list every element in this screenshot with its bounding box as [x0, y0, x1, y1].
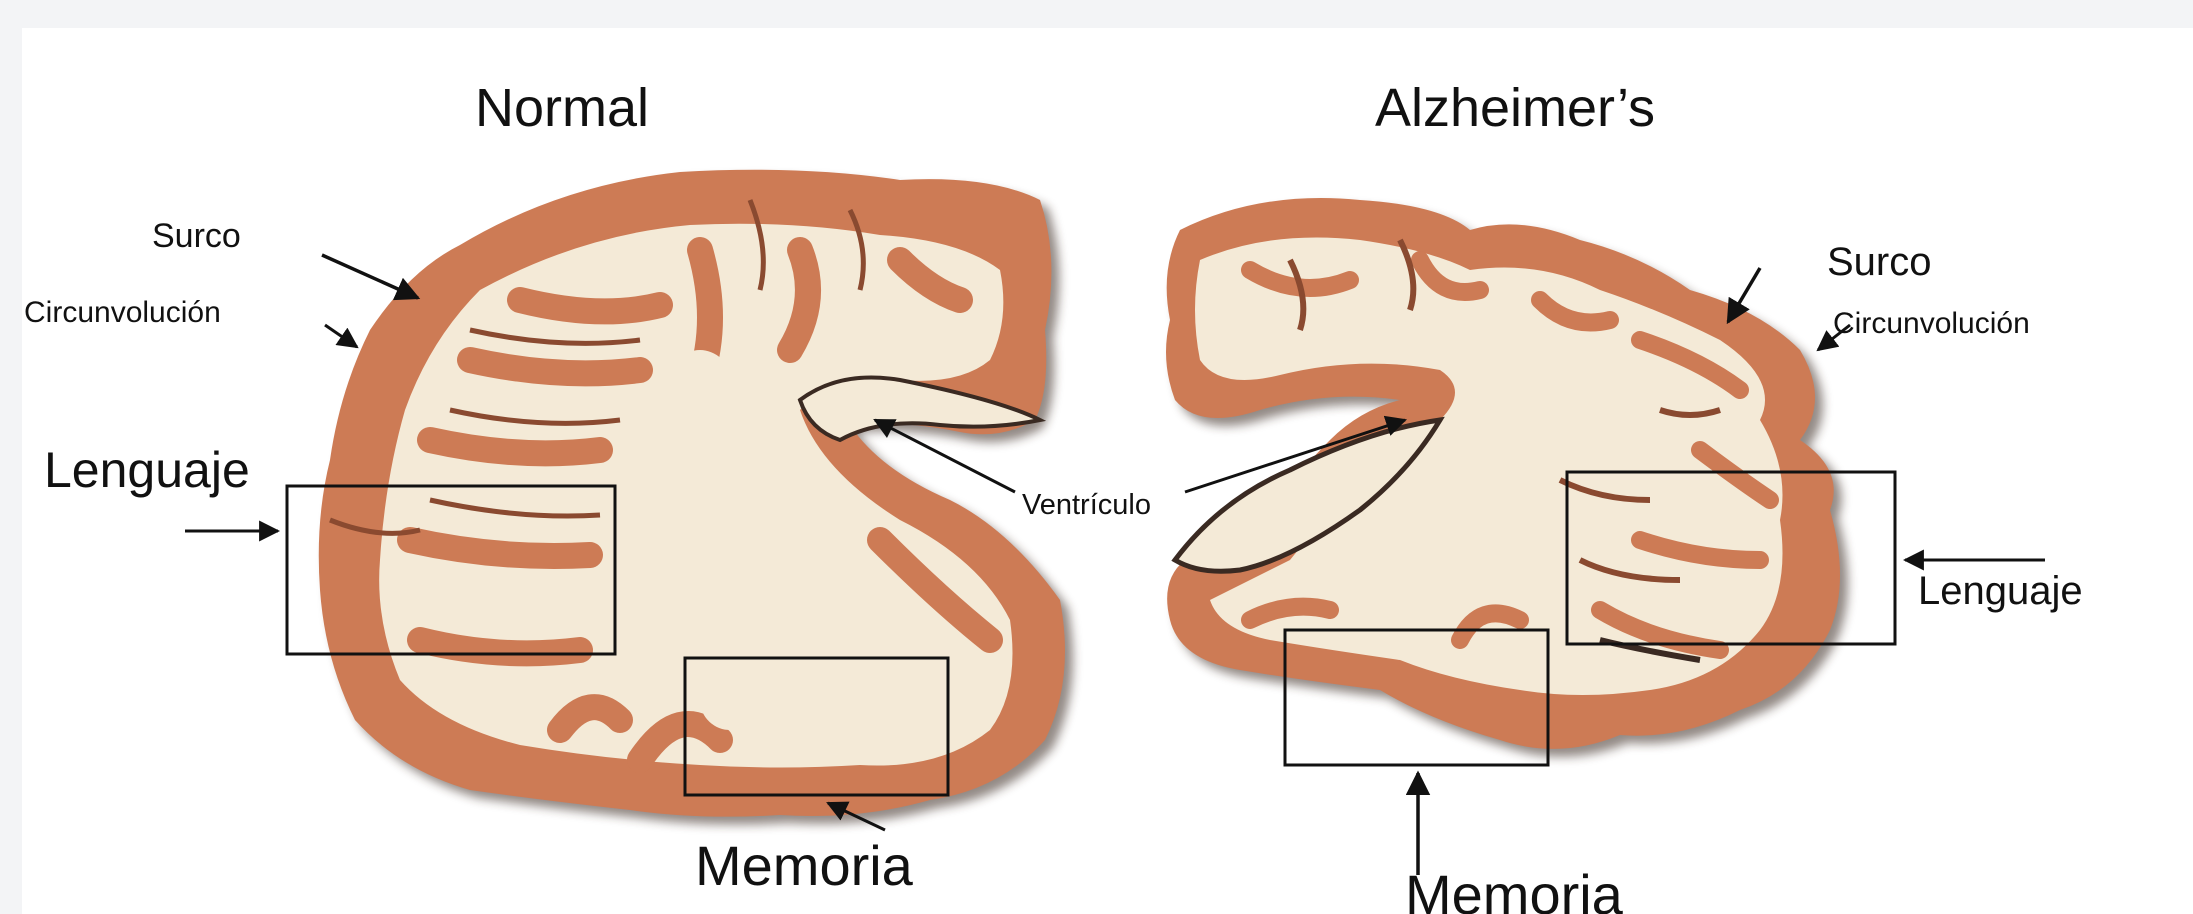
ventriculo-label: Ventrículo	[1022, 489, 1151, 521]
alzheimer-circunvolucion-label: Circunvolución	[1833, 307, 2030, 340]
normal-surco-label: Surco	[152, 217, 241, 255]
alzheimer-lenguaje-label: Lenguaje	[1918, 569, 2083, 613]
normal-title: Normal	[475, 78, 649, 138]
normal-lenguaje-label: Lenguaje	[44, 442, 250, 498]
normal-circunvolucion-label: Circunvolución	[24, 296, 221, 329]
normal-memoria-label: Memoria	[695, 834, 914, 897]
alzheimer-title: Alzheimer’s	[1375, 78, 1655, 138]
alzheimer-surco-label: Surco	[1827, 240, 1932, 284]
alzheimer-memoria-label: Memoria	[1405, 863, 1624, 914]
